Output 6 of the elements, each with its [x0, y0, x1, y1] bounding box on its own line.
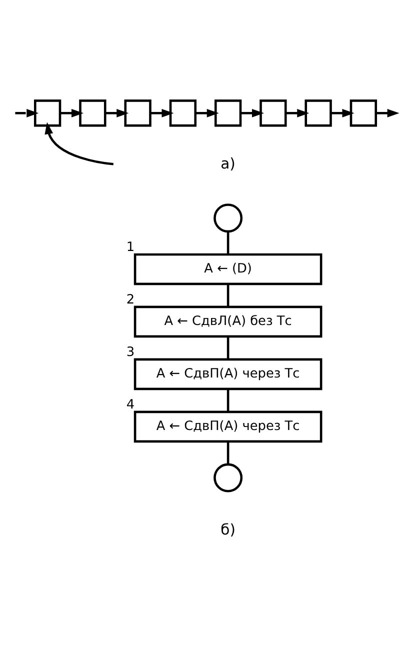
node-label: 4	[126, 397, 135, 412]
node-label: 3	[126, 344, 135, 360]
label: а)	[220, 156, 236, 173]
node-label: 1	[126, 240, 135, 255]
node-label: 2	[126, 292, 135, 308]
label: б)	[220, 521, 236, 538]
